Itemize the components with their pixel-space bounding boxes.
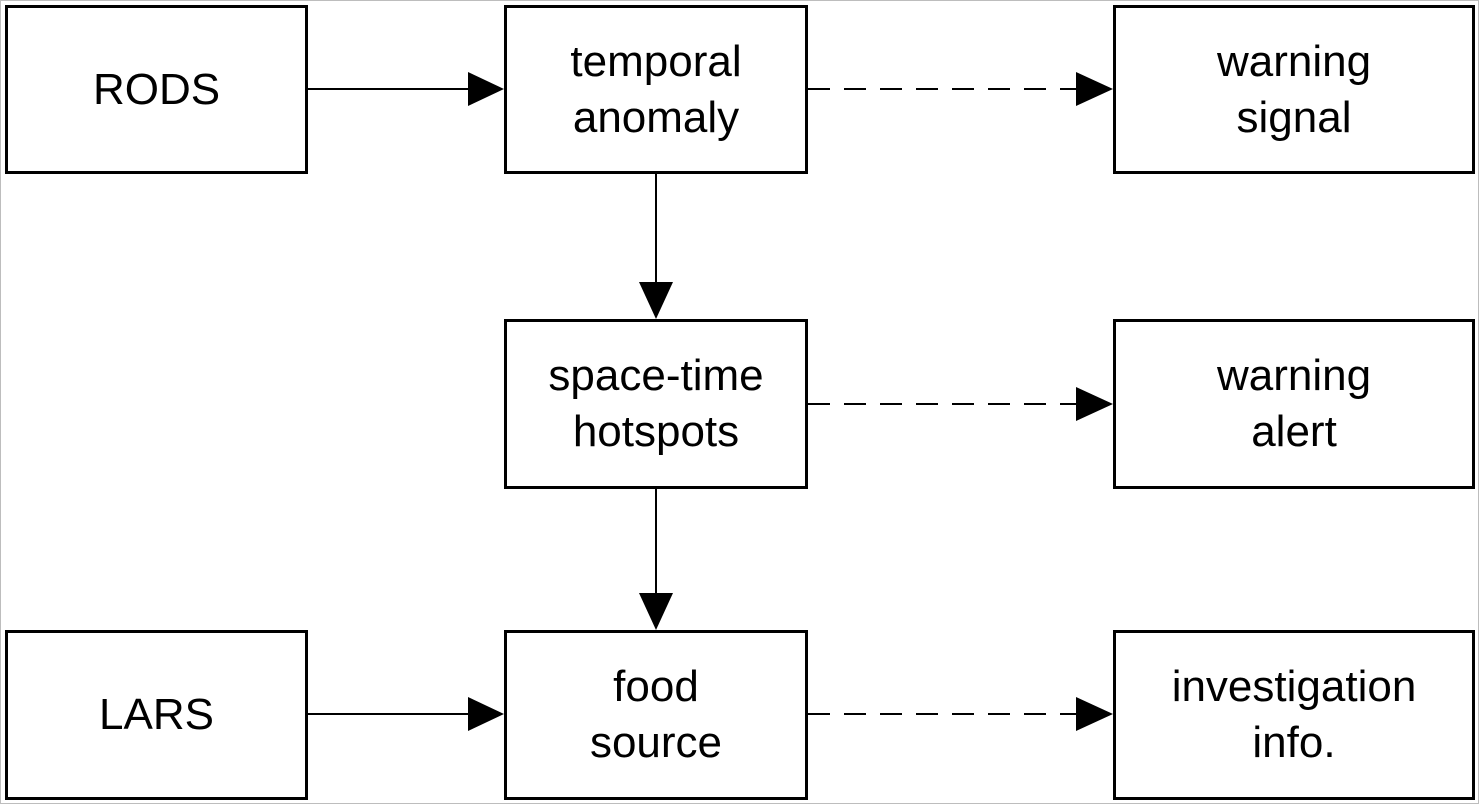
arrowhead-lars-food (468, 697, 504, 731)
arrowhead-food-investigation (1076, 697, 1113, 731)
node-temporal-anomaly: temporal anomaly (504, 5, 808, 174)
node-warning-signal-label: warning signal (1216, 36, 1372, 142)
node-lars-label: LARS (99, 690, 214, 739)
node-rods-label: RODS (92, 64, 221, 114)
node-investigation-info: investigation info. (1113, 630, 1475, 800)
node-warning-signal: warning signal (1113, 5, 1475, 174)
node-food-source-label: food source (589, 662, 723, 767)
arrowhead-spacetime-alert (1076, 387, 1113, 421)
arrowhead-spacetime-food (639, 593, 673, 630)
arrowhead-temporal-spacetime (639, 282, 673, 319)
node-food-source: food source (504, 630, 808, 800)
node-temporal-anomaly-label: temporal anomaly (570, 36, 742, 142)
node-lars: LARS (5, 630, 308, 800)
arrowhead-temporal-signal (1076, 72, 1113, 106)
node-space-time-hotspots-label: space-time hotspots (548, 351, 764, 456)
node-warning-alert-label: warning alert (1216, 351, 1372, 456)
node-rods: RODS (5, 5, 308, 174)
node-investigation-info-label: investigation info. (1171, 662, 1417, 767)
node-warning-alert: warning alert (1113, 319, 1475, 489)
node-space-time-hotspots: space-time hotspots (504, 319, 808, 489)
arrowhead-rods-temporal (468, 72, 504, 106)
